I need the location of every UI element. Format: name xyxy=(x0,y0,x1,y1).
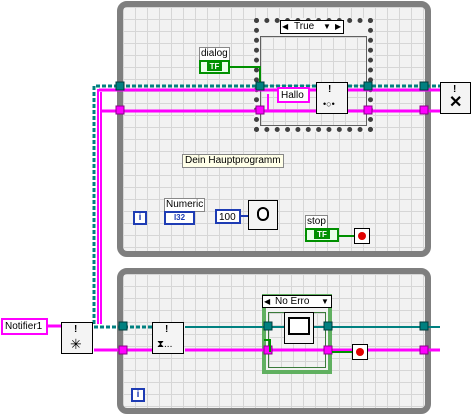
clock-icon xyxy=(257,207,269,221)
numeric-type: I32 xyxy=(173,213,186,222)
numeric-indicator[interactable]: I32 xyxy=(164,211,195,225)
notifier-wires xyxy=(94,88,440,352)
wait-constant[interactable]: 100 xyxy=(215,209,241,224)
case-dropdown-icon[interactable]: ▼ xyxy=(323,22,331,31)
send-notification-icon: •○• xyxy=(323,99,335,109)
case-prev-arrow[interactable]: ◀ xyxy=(282,22,289,31)
stop-icon xyxy=(358,232,366,240)
stop-condition-terminal[interactable] xyxy=(354,228,370,244)
error-case-prev-arrow[interactable]: ◀ xyxy=(264,297,271,306)
error-case-label: No Erro xyxy=(275,296,310,307)
stop-icon xyxy=(356,348,364,356)
case-selector-label: True xyxy=(294,21,315,32)
create-notifier-node[interactable]: ! ✳ xyxy=(61,322,93,354)
wait-on-notification-node[interactable]: ! ⧗... xyxy=(152,322,184,354)
warning-icon: ! xyxy=(453,84,457,95)
boolean-wires xyxy=(230,66,354,237)
create-notifier-icon: ✳ xyxy=(70,336,82,352)
error-case-dropdown-icon[interactable]: ▼ xyxy=(321,297,329,306)
dialog-box-icon xyxy=(288,317,310,335)
lower-iteration-terminal: i xyxy=(131,388,145,402)
case-selector[interactable]: ◀ True ▼ ▶ xyxy=(280,20,344,34)
one-button-dialog-node[interactable]: ! •○• xyxy=(316,82,348,114)
dialog-type: TF xyxy=(206,62,223,71)
iteration-terminal: i xyxy=(133,211,147,225)
lower-iteration-glyph: i xyxy=(136,389,140,400)
display-dialog-node[interactable] xyxy=(284,312,314,344)
warning-icon: ! xyxy=(328,84,332,95)
wire-junctions xyxy=(115,81,429,355)
warning-icon: ! xyxy=(165,324,169,335)
wait-ms-node[interactable] xyxy=(248,200,278,230)
stop-boolean-control[interactable]: TF xyxy=(305,228,339,242)
warning-icon: ! xyxy=(74,324,78,335)
case-next-arrow[interactable]: ▶ xyxy=(335,22,342,31)
notifier-control[interactable]: Notifier1 xyxy=(1,318,48,335)
hallo-string-constant[interactable]: Hallo xyxy=(277,87,310,103)
iteration-glyph: i xyxy=(138,212,142,223)
lower-stop-condition-terminal[interactable] xyxy=(352,344,368,360)
dialog-boolean-control[interactable]: TF xyxy=(199,60,230,74)
close-notifier-icon: ✕ xyxy=(449,94,463,111)
error-case-selector[interactable]: ◀ No Erro ▼ xyxy=(262,295,332,308)
wait-notifier-icon: ⧗... xyxy=(157,339,173,350)
stop-type: TF xyxy=(314,230,330,239)
main-program-label: Dein Hauptprogramm xyxy=(182,154,284,168)
